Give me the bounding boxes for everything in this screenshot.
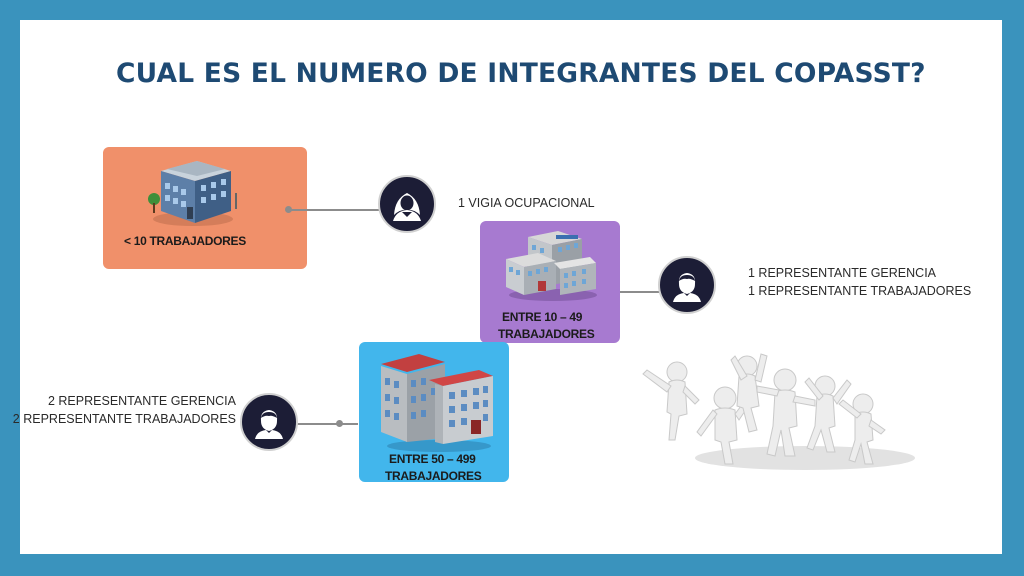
tier-small-label: < 10 TRABAJADORES <box>124 234 246 248</box>
person-circle-large <box>240 393 298 451</box>
large-building-icon <box>381 354 493 452</box>
connector-dot <box>285 206 292 213</box>
vigia-text: 1 VIGIA OCUPACIONAL <box>458 196 595 210</box>
celebrating-people-icon <box>642 353 915 470</box>
connector-line <box>296 423 358 425</box>
small-building-icon <box>148 161 237 226</box>
man-icon <box>255 410 283 439</box>
tier-mid-label-1: ENTRE 10 – 49 <box>502 310 583 324</box>
tier-large-box: ENTRE 50 – 499 TRABAJADORES <box>359 342 509 483</box>
mid-member-2: 1 REPRESENTANTE TRABAJADORES <box>748 284 972 298</box>
mid-member-1: 1 REPRESENTANTE GERENCIA <box>748 266 937 280</box>
man-icon <box>673 273 701 302</box>
connector-line <box>289 209 385 211</box>
tier-mid-box: ENTRE 10 – 49 TRABAJADORES <box>480 221 620 343</box>
tier-mid-label-2: TRABAJADORES <box>498 327 595 341</box>
tier-large-label-2: TRABAJADORES <box>385 469 482 483</box>
woman-icon <box>393 193 421 221</box>
medium-building-icon <box>506 231 597 301</box>
connector-dot <box>336 420 343 427</box>
tier-large-label-1: ENTRE 50 – 499 <box>389 452 476 466</box>
large-member-2: 2 REPRESENTANTE TRABAJADORES <box>12 412 236 426</box>
connector-line <box>620 291 672 293</box>
large-member-1: 2 REPRESENTANTE GERENCIA <box>47 394 236 408</box>
page-title: CUAL ES EL NUMERO DE INTEGRANTES DEL COP… <box>116 58 926 89</box>
person-circle-mid <box>658 256 716 314</box>
person-circle-vigia <box>378 175 436 233</box>
tier-small-box: < 10 TRABAJADORES <box>103 147 307 269</box>
slide: CUAL ES EL NUMERO DE INTEGRANTES DEL COP… <box>13 20 1002 554</box>
